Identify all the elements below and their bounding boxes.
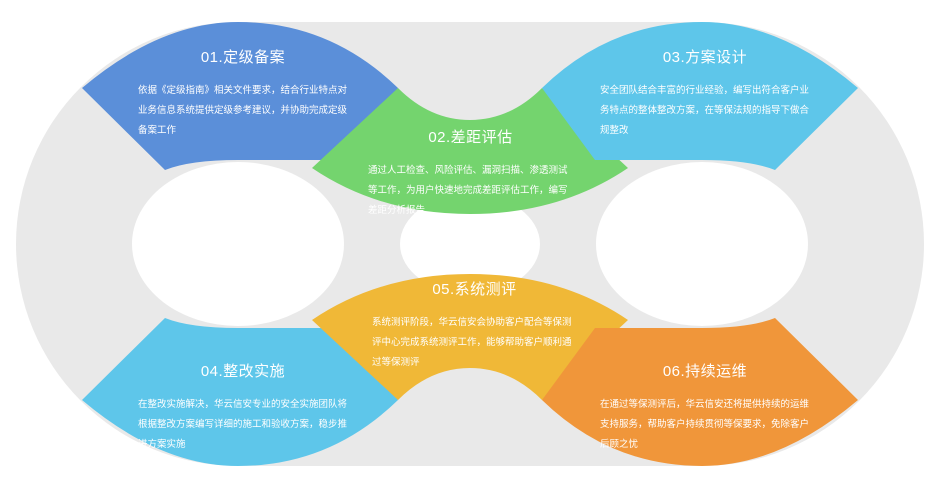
step-01-desc: 依据《定级指南》相关文件要求，结合行业特点对业务信息系统提供定级参考建议，并协助… xyxy=(138,85,348,136)
step-03-title: 03.方案设计 xyxy=(662,49,748,66)
segment-03 xyxy=(542,22,858,170)
segment-02 xyxy=(312,88,628,214)
step-01: 01.定级备案 依据《定级指南》相关文件要求，结合行业特点对业务信息系统提供定级… xyxy=(138,46,348,141)
step-05-title: 05.系统测评 xyxy=(432,281,517,298)
step-06-title: 06.持续运维 xyxy=(662,363,748,380)
step-01-title: 01.定级备案 xyxy=(200,49,286,66)
step-04-desc: 在整改实施解决，华云信安专业的安全实施团队将根据整改方案编写详细的施工和验收方案… xyxy=(138,399,348,450)
step-04-title: 04.整改实施 xyxy=(200,363,286,380)
segment-04 xyxy=(82,318,398,466)
segment-06 xyxy=(542,318,858,466)
step-02-title: 02.差距评估 xyxy=(428,129,513,146)
step-04: 04.整改实施 在整改实施解决，华云信安专业的安全实施团队将根据整改方案编写详细… xyxy=(138,360,348,455)
step-03-desc: 安全团队结合丰富的行业经验，编写出符合客户业务特点的整体整改方案，在等保法规的指… xyxy=(600,85,810,136)
step-02: 02.差距评估 通过人工检查、风险评估、漏洞扫描、渗透测试等工作，为用户快速地完… xyxy=(368,126,573,221)
step-05: 05.系统测评 系统测评阶段，华云信安会协助客户配合等保测评中心完成系统测评工作… xyxy=(372,278,577,373)
step-06: 06.持续运维 在通过等保测评后，华云信安还将提供持续的运维支持服务，帮助客户持… xyxy=(600,360,810,455)
segment-01 xyxy=(82,22,398,170)
step-02-desc: 通过人工检查、风险评估、漏洞扫描、渗透测试等工作，为用户快速地完成差距评估工作，… xyxy=(368,165,568,216)
step-06-desc: 在通过等保测评后，华云信安还将提供持续的运维支持服务，帮助客户持续贯彻等保要求，… xyxy=(600,399,810,450)
step-03: 03.方案设计 安全团队结合丰富的行业经验，编写出符合客户业务特点的整体整改方案… xyxy=(600,46,810,141)
step-05-desc: 系统测评阶段，华云信安会协助客户配合等保测评中心完成系统测评工作，能够帮助客户顺… xyxy=(372,317,572,368)
segment-05 xyxy=(312,274,628,400)
